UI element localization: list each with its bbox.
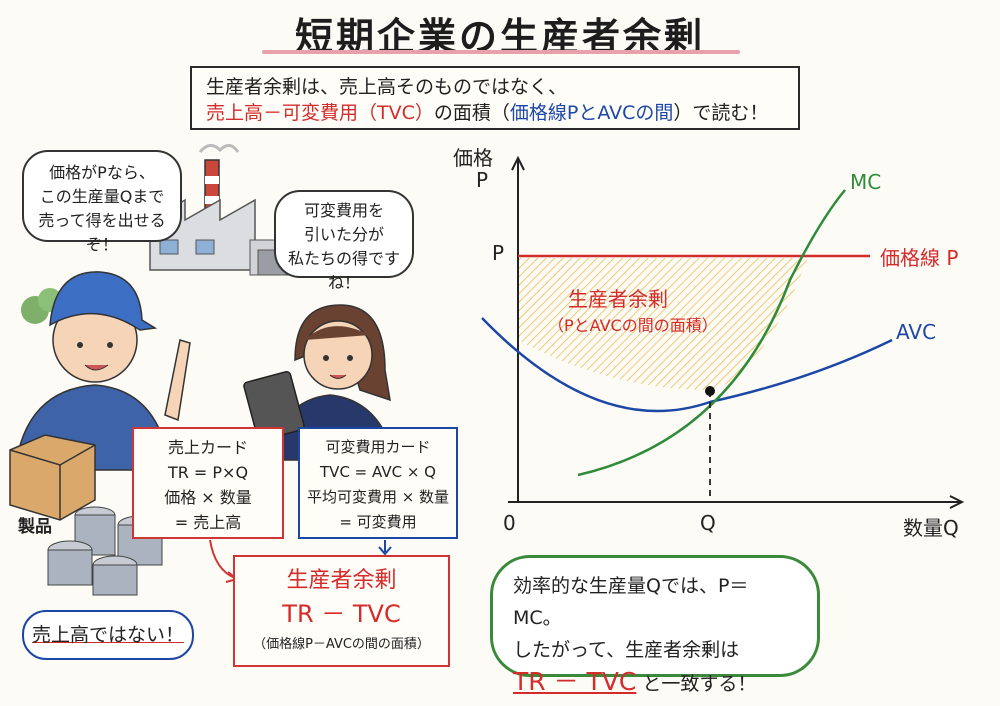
surplus-area-sublabel: （PとAVCの間の面積） (548, 316, 718, 335)
x-axis-label: 数量Q (903, 516, 959, 540)
mc-label: MC (850, 170, 882, 194)
revenue-card-desc-2: = 売上高 (174, 513, 242, 532)
summary-line-1: 生産者余剰は、売上高そのものではなく、 (206, 76, 568, 98)
summary-blue-text: 価格線PとAVCの間 (509, 102, 674, 124)
not-revenue-bubble: 売上高ではない！ (22, 610, 194, 660)
q-tick-label: Q (700, 511, 716, 535)
revenue-card-desc-1: 価格 × 数量 (164, 488, 252, 507)
conclusion-line-3: TR － TVC と一致する！ (513, 666, 797, 700)
price-line-label: 価格線 P (880, 246, 959, 270)
bubble-man-line-3: 売って得を出せるぞ！ (38, 211, 166, 254)
product-cans-illustration (47, 506, 163, 596)
conclusion-bubble: 効率的な生産量Qでは、P＝MC。 したがって、生産者余剰は TR － TVC と… (490, 555, 820, 696)
conclusion-line-1: 効率的な生産量Qでは、P＝MC。 (513, 575, 749, 629)
bubble-woman-line-1: 可変費用を (303, 201, 384, 220)
surplus-card-formula: TR － TVC (282, 600, 401, 628)
producer-surplus-card: 生産者余剰 TR － TVC （価格線P－AVCの間の面積） (233, 555, 450, 667)
conclusion-formula: TR － TVC (513, 667, 637, 696)
variable-cost-card-desc-2: = 可変費用 (339, 513, 417, 531)
y-axis-label-p: P (476, 168, 489, 192)
variable-cost-card-title: 可変費用カード (325, 438, 431, 456)
bubble-man-line-1: 価格がPなら、 (49, 163, 155, 182)
summary-end-text: ）で読む！ (673, 102, 769, 124)
title-underline (262, 50, 740, 54)
variable-cost-card-desc-1: 平均可変費用 × 数量 (306, 488, 450, 506)
summary-mid-text: の面積（ (433, 102, 510, 124)
summary-box: 生産者余剰は、売上高そのものではなく、 売上高－可変費用（TVC）の面積（価格線… (190, 66, 800, 130)
speech-bubble-woman: 可変費用を 引いた分が 私たちの得ですね！ (274, 190, 414, 292)
revenue-card: 売上カード TR = P×Q 価格 × 数量 = 売上高 (132, 427, 284, 539)
summary-line-2: 売上高－可変費用（TVC）の面積（価格線PとAVCの間）で読む！ (206, 100, 784, 126)
y-axis-arrow (511, 155, 525, 171)
product-label: 製品 (18, 517, 52, 537)
surplus-chart (481, 155, 965, 509)
producer-surplus-area (518, 258, 808, 390)
avc-label: AVC (896, 320, 937, 344)
bubble-woman-line-3: 私たちの得ですね！ (287, 249, 400, 292)
revenue-card-formula: TR = P×Q (167, 463, 249, 482)
mc-curve (577, 189, 846, 477)
surplus-card-desc: （価格線P－AVCの間の面積） (253, 637, 430, 652)
bubble-man-line-2: この生産量Qまで (39, 187, 165, 206)
surplus-area-label: 生産者余剰 (568, 287, 668, 311)
surplus-card-title: 生産者余剰 (286, 568, 397, 593)
card-arrows (209, 539, 392, 583)
p-tick-label: P (492, 241, 505, 265)
bubble-woman-line-2: 引いた分が (303, 225, 384, 244)
avc-curve (481, 317, 893, 413)
conclusion-line-2: したがって、生産者余剰は (513, 639, 740, 661)
summary-red-text: 売上高－可変費用（TVC） (206, 102, 434, 124)
equilibrium-point (705, 386, 715, 396)
illustration (9, 144, 396, 596)
conclusion-end-text: と一致する！ (642, 673, 757, 695)
not-revenue-text: 売上高ではない！ (31, 624, 184, 646)
variable-cost-card-formula: TVC = AVC × Q (320, 463, 436, 481)
y-axis-label: 価格 (453, 146, 493, 170)
x-axis-arrow (949, 495, 965, 509)
variable-cost-card: 可変費用カード TVC = AVC × Q 平均可変費用 × 数量 = 可変費用 (298, 427, 458, 539)
revenue-card-title: 売上カード (167, 438, 248, 457)
product-box-illustration (9, 434, 96, 521)
speech-bubble-man: 価格がPなら、 この生産量Qまで 売って得を出せるぞ！ (22, 150, 182, 254)
origin-label: 0 (503, 511, 516, 535)
